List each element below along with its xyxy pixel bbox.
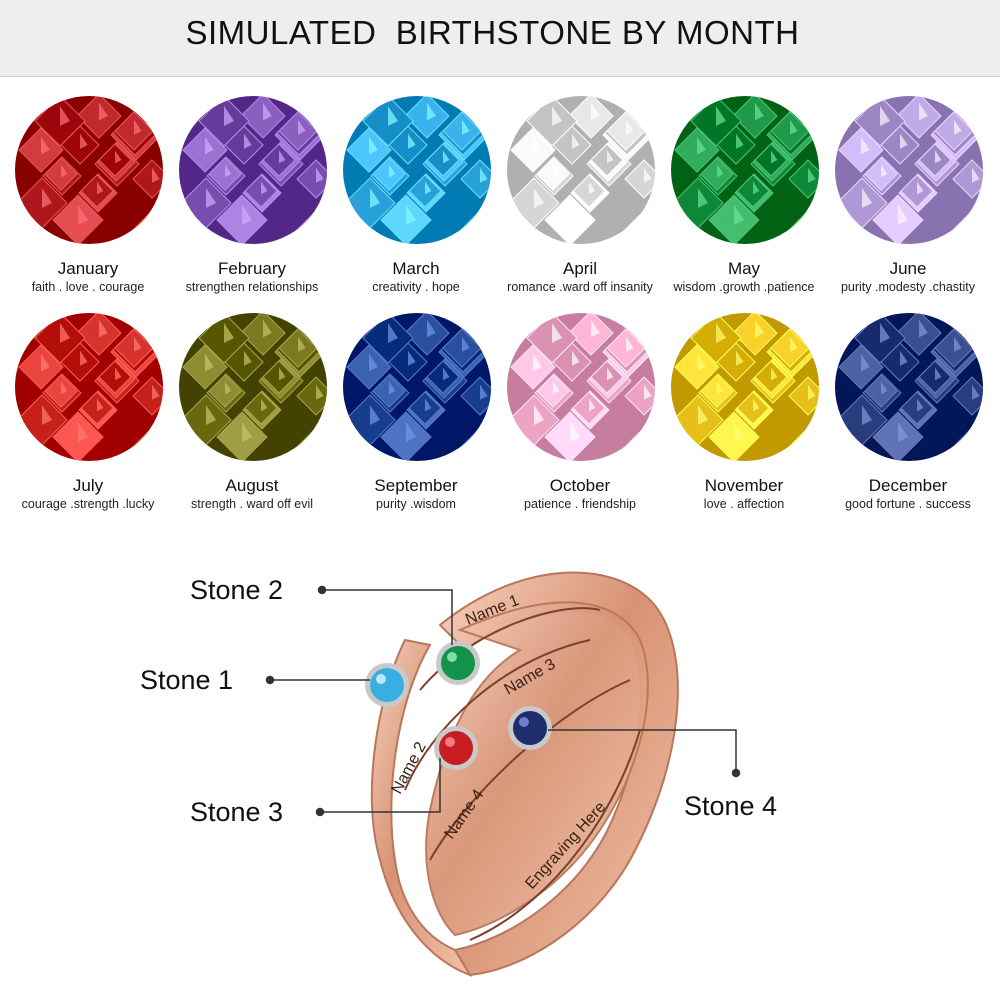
month-name: October [549,476,611,495]
birthstone-image [343,313,491,461]
month-name: July [72,476,104,495]
leader-line-stone-2 [322,589,453,645]
ring-diagram: Name 1 Name 2 Name 3 Name 4 Engraving He… [265,571,741,977]
ring-stone-1 [365,663,409,707]
birthstone-image [507,313,655,461]
stone-4-label: Stone 4 [684,791,778,821]
birthstone-image [15,313,163,461]
month-meaning: purity .modesty .chastity [840,280,976,294]
page-title: SIMULATED BIRTHSTONE BY MONTH [185,14,800,51]
month-meaning: faith . love . courage [31,280,145,294]
birthstone-image [15,96,163,244]
leader-line-stone-3 [320,758,441,813]
month-name: June [889,259,927,278]
birthstone-image [671,313,819,461]
month-name: August [225,476,279,495]
birthstone-image [343,96,491,244]
month-meaning: romance .ward off insanity [507,280,653,294]
stone-1-label: Stone 1 [140,665,234,695]
month-name: September [374,476,458,495]
birthstone-image [179,96,327,244]
birthstone-image [671,96,819,244]
ring-stone-4 [508,706,552,750]
birthstone-image [179,313,327,461]
month-name: April [562,259,597,278]
month-name: March [392,259,440,278]
month-meaning: purity .wisdom [376,497,456,511]
month-name: February [217,259,287,278]
month-meaning: patience . friendship [524,497,636,511]
ring-stone-3 [434,726,478,770]
birthstone-image [507,96,655,244]
month-name: December [868,476,948,495]
month-meaning: strength . ward off evil [190,497,314,511]
leader-line-stone-4 [548,729,737,773]
stone-2-label: Stone 2 [190,575,284,605]
month-meaning: love . affection [703,497,785,511]
month-meaning: strengthen relationships [185,280,319,294]
ring-band-front [370,638,473,977]
month-meaning: courage .strength .lucky [21,497,155,511]
month-name: November [704,476,784,495]
birthstone-image [835,313,983,461]
month-meaning: good fortune . success [845,497,971,511]
month-name: January [57,259,119,278]
month-name: May [727,259,761,278]
ring-stone-2 [436,641,480,685]
title-banner: SIMULATED BIRTHSTONE BY MONTH [0,0,1000,77]
month-meaning: creativity . hope [372,280,460,294]
month-meaning: wisdom .growth .patience [673,280,815,294]
birthstone-image [835,96,983,244]
stone-3-label: Stone 3 [190,797,284,827]
